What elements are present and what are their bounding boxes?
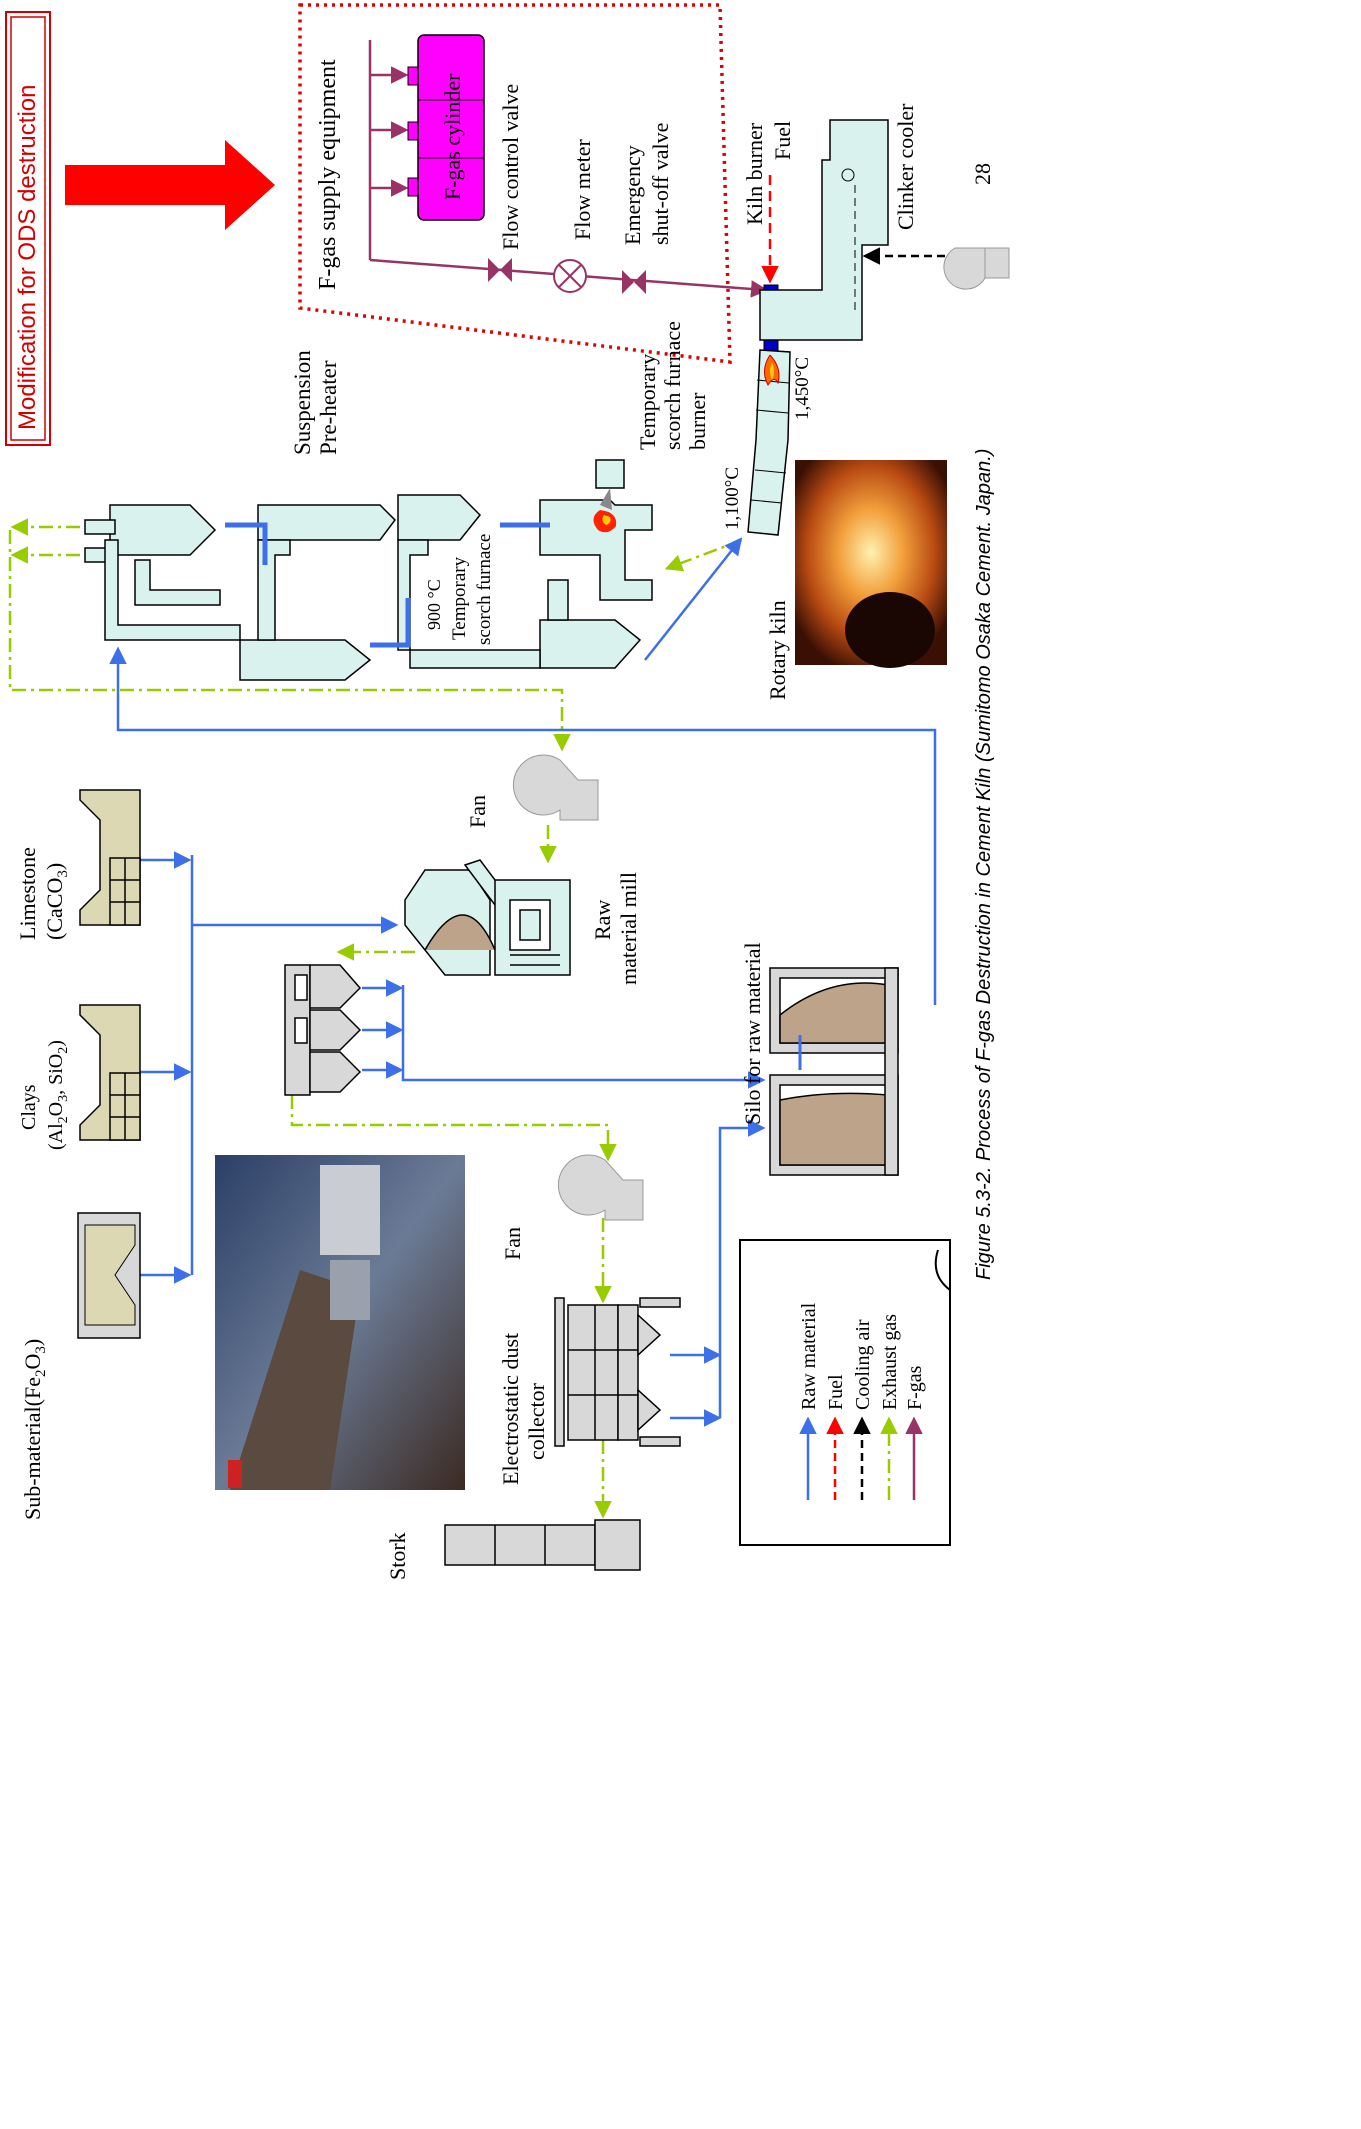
scorch-furnace-label-1: Temporary [449,556,470,640]
suspension-preheater [85,460,652,680]
emergency-valve-icon [622,270,646,294]
fgas-cylinder-label: F-gas cylinder [440,73,465,200]
esp-label-1: Electrostatic dust [498,1333,523,1485]
temp-1450-label: 1,450°C [792,357,813,420]
sub-material-hopper [78,1213,140,1338]
ods-banner: Modification for ODS destruction [6,12,50,445]
page-number: 28 [970,163,995,185]
sub-material-label: Sub-material(Fe2O3) [20,1339,49,1520]
scorch-burner-label-2: scorch furnace [660,321,685,450]
stork-label: Stork [385,1532,410,1580]
raw-mill-label-1: Raw [590,900,615,940]
fan-top-icon [513,755,598,820]
fan-bottom-label: Fan [500,1227,525,1260]
limestone-label-2: (CaCO3) [42,863,71,940]
fuel-label: Fuel [770,121,795,160]
fan-top-label: Fan [465,795,490,828]
scorch-furnace-label-2: scorch furnace [474,534,495,645]
raw-material-silo [770,968,898,1175]
fan-bottom-icon [558,1155,643,1220]
legend-raw-material: Raw material [798,1302,820,1410]
legend-cooling-air: Cooling air [852,1319,874,1410]
temp-900-label: 900 °C [424,579,444,630]
legend-fgas: F-gas [904,1365,926,1410]
clays-label-1: Clays [18,1084,40,1130]
preheater-label-2: Pre-heater [316,360,341,455]
scorch-burner-label-3: burner [685,392,710,450]
scorch-burner-label-1: Temporary [635,354,660,450]
rotary-kiln [748,350,790,535]
limestone-hopper [80,790,140,925]
kiln-fire-photo [795,460,947,668]
cooling-fan-icon [944,248,1009,289]
silo-label: Silo for raw material [740,942,765,1125]
modification-arrow [65,140,275,230]
legend-exhaust-gas: Exhaust gas [879,1314,901,1410]
cement-plant-photo [215,1155,465,1490]
clays-hopper [80,1005,140,1140]
kiln-burner-label: Kiln burner [742,122,767,225]
temp-1100-label: 1,100°C [722,467,743,530]
esp-label-2: collector [524,1382,549,1460]
fgas-supply-equipment: F-gas supply equipment F-gas cylinder Fl… [315,35,765,294]
emergency-valve-label-1: Emergency [620,145,645,245]
raw-material-mill [405,860,570,975]
preheater-label-1: Suspension [290,350,315,455]
fgas-supply-label: F-gas supply equipment [315,59,341,290]
cyclone-separator [285,965,360,1095]
flow-control-valve-label: Flow control valve [498,84,523,250]
electrostatic-dust-collector [555,1298,680,1446]
clinker-cooler-label: Clinker cooler [893,103,918,230]
emergency-valve-label-2: shut-off valve [648,123,673,245]
fgas-cylinders: F-gas cylinder [408,35,484,220]
figure-caption: Figure 5.3-2. Process of F-gas Destructi… [973,449,995,1280]
legend-fuel: Fuel [825,1374,847,1410]
legend: Raw material Fuel Cooling air Exhaust ga… [740,1240,950,1545]
stork-chimney [445,1520,640,1570]
clays-label-2: (Al2O3, SiO2) [45,1040,71,1150]
flow-meter-icon [554,260,586,292]
ods-banner-text: Modification for ODS destruction [14,85,41,430]
flow-meter-label: Flow meter [570,139,595,240]
rotary-kiln-label: Rotary kiln [765,600,790,700]
flow-control-valve-icon [488,258,512,282]
raw-mill-label-2: material mill [616,872,641,985]
limestone-label-1: Limestone [15,847,40,940]
